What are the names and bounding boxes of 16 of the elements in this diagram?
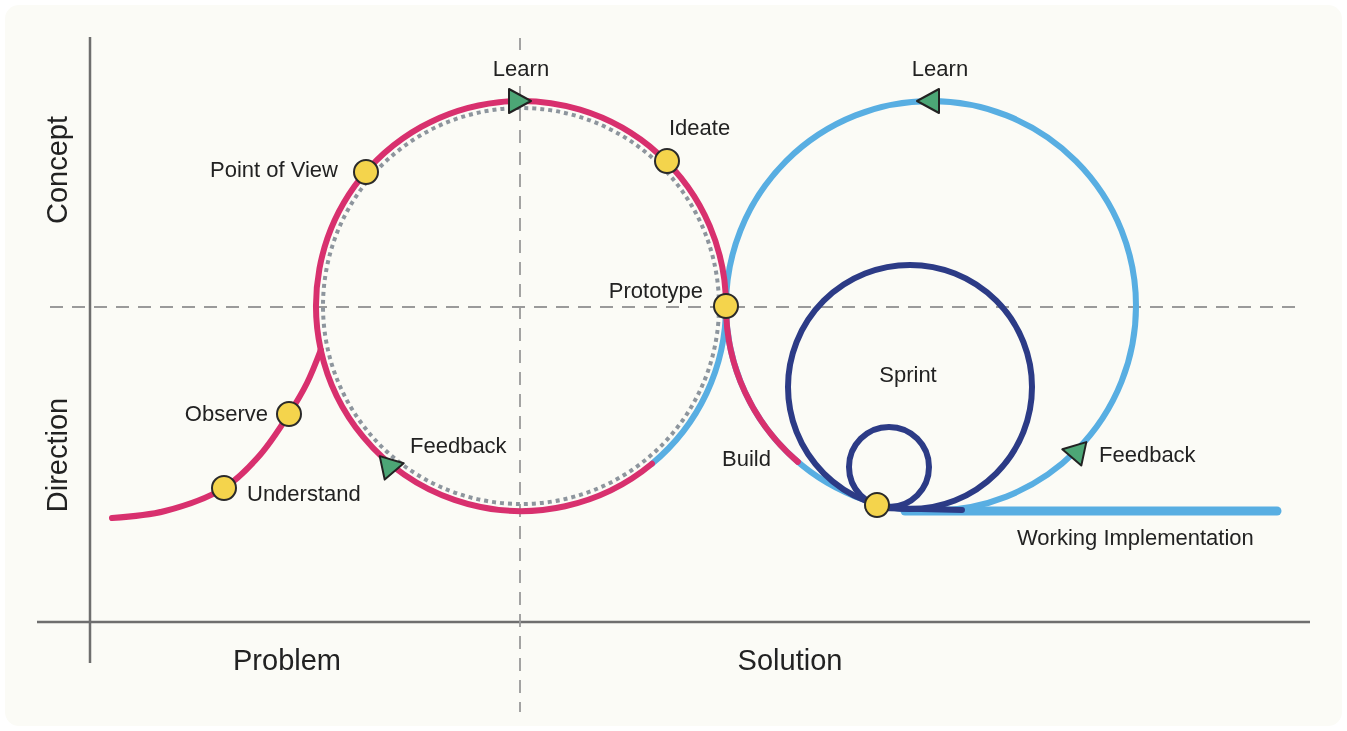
step-label: Learn bbox=[492, 56, 550, 82]
step-label: Observe bbox=[184, 401, 268, 427]
axis-label: Solution bbox=[737, 644, 843, 678]
loop-label: Sprint bbox=[879, 362, 937, 388]
axis-label: Concept bbox=[41, 116, 75, 224]
axis-label: Direction bbox=[41, 397, 75, 513]
axis-label: Problem bbox=[233, 644, 341, 678]
step-label: Prototype bbox=[608, 278, 703, 304]
step-label: Understand bbox=[247, 481, 361, 507]
step-label: Feedback bbox=[1099, 442, 1196, 468]
step-label: Build bbox=[722, 446, 771, 472]
step-label: Point of View bbox=[210, 157, 338, 183]
step-label: Ideate bbox=[669, 115, 731, 141]
step-label: Feedback bbox=[410, 433, 507, 459]
step-label: Learn bbox=[911, 56, 969, 82]
step-label: Working Implementation bbox=[1017, 525, 1254, 551]
